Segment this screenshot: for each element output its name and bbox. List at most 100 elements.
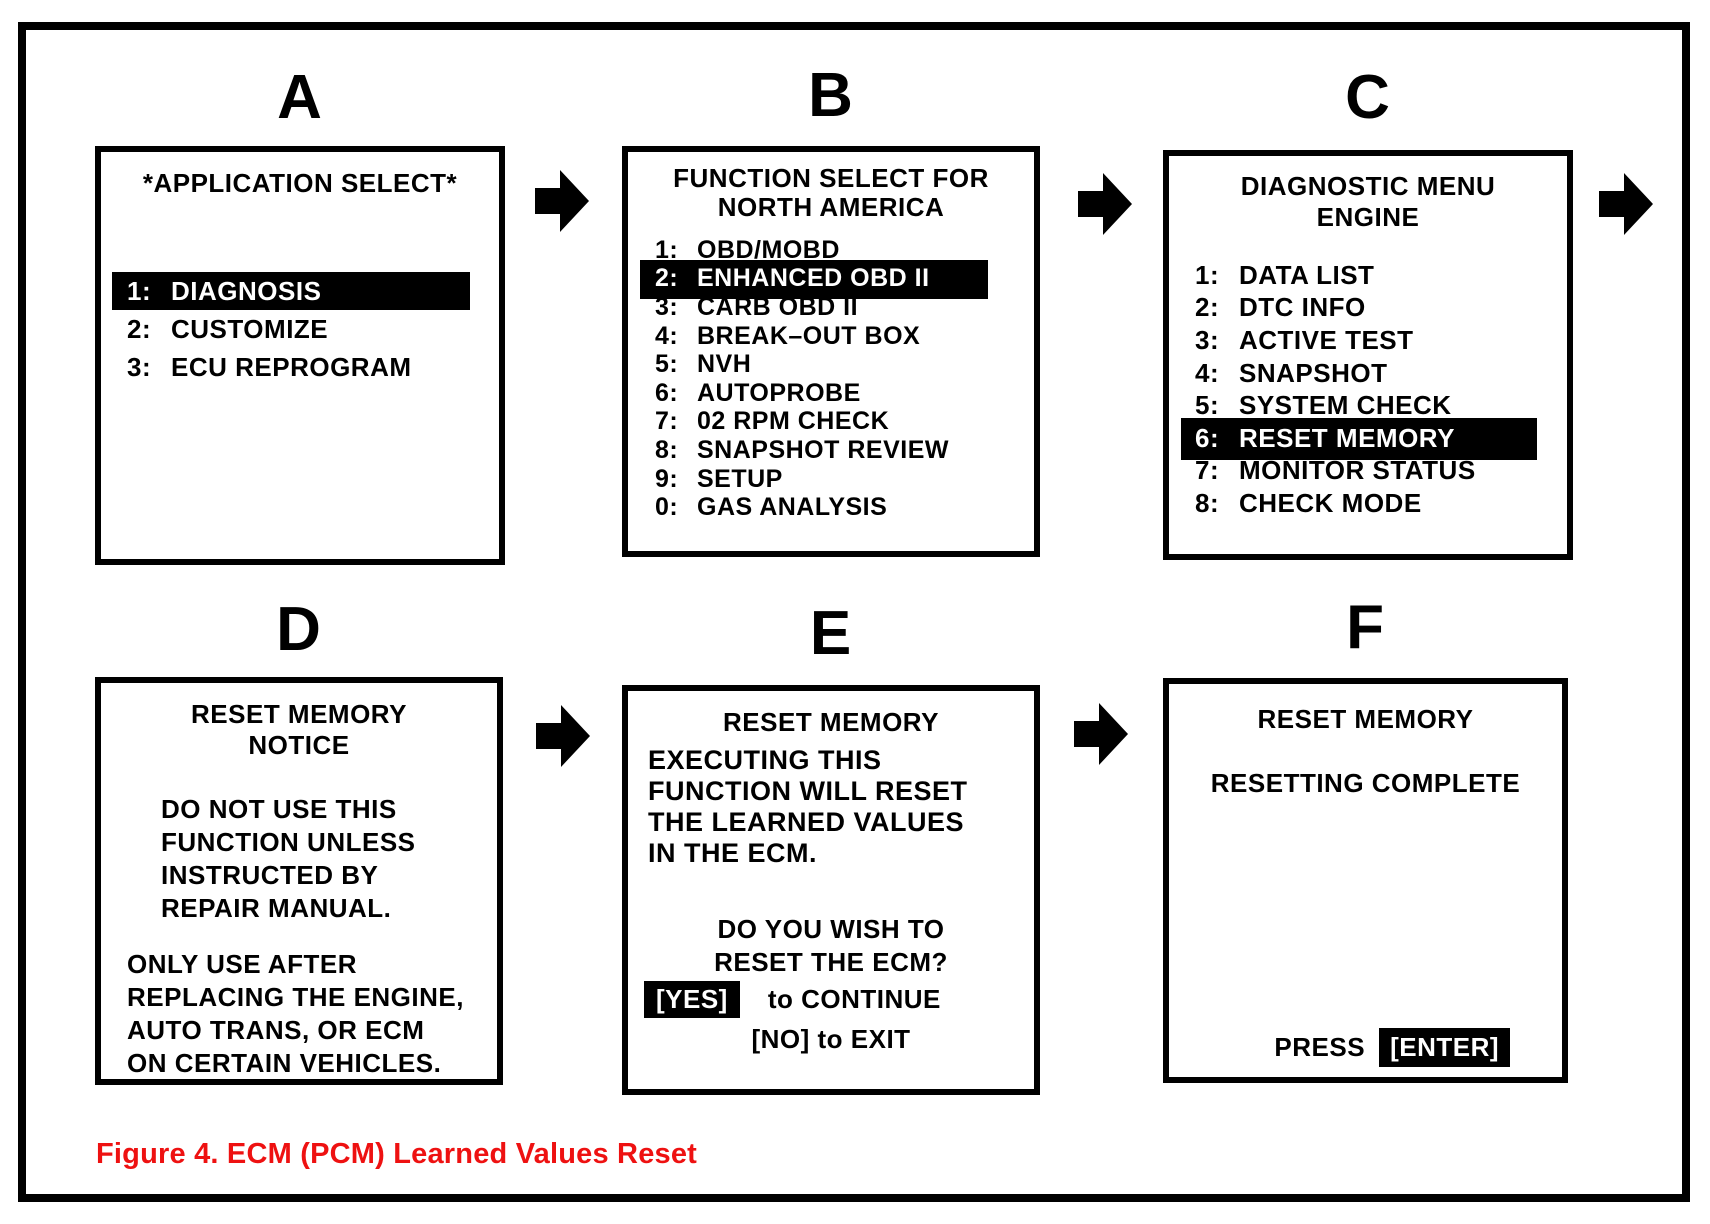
notice-line: FUNCTION UNLESS [161,827,416,857]
menu-item-number: 7: [1195,455,1220,486]
menu-item-number: 0: [655,493,679,522]
menu-item-diagnosis: 1: DIAGNOSIS [112,272,470,310]
confirm-description: EXECUTING THIS FUNCTION WILL RESET THE L… [628,745,1034,869]
menu-item-monitor-status: 7: MONITOR STATUS [1169,455,1567,488]
menu-item-system-check: 5: SYSTEM CHECK [1169,389,1567,422]
menu-item-label: ACTIVE TEST [1239,324,1414,355]
screen-title-line: ENGINE [1316,202,1420,232]
step-label-c: C [1345,63,1391,132]
notice-line: ONLY USE AFTER [127,949,357,979]
screen-reset-memory-confirm: RESET MEMORY EXECUTING THIS FUNCTION WIL… [622,685,1040,1095]
menu-item-number: 7: [655,407,679,436]
press-label: PRESS [1274,1032,1366,1062]
menu-item-autoprobe: 6: AUTOPROBE [628,379,1034,408]
menu-item-label: MONITOR STATUS [1239,455,1476,486]
menu-item-number: 1: [127,275,152,306]
menu-item-gas-analysis: 0: GAS ANALYSIS [628,493,1034,522]
confirm-question: DO YOU WISH TO RESET THE ECM? [628,913,1034,979]
menu-item-snapshot: 4: SNAPSHOT [1169,357,1567,390]
arrow-right-icon [535,167,590,235]
menu-item-number: 5: [1195,390,1220,421]
arrow-right-icon [536,702,591,770]
menu-item-customize: 2: CUSTOMIZE [101,310,499,348]
menu-item-label: DATA LIST [1239,259,1375,290]
menu-item-number: 1: [1195,259,1220,290]
screen-title-line: NOTICE [248,730,350,760]
menu-item-number: 6: [1195,422,1220,453]
menu-item-setup: 9: SETUP [628,465,1034,494]
notice-warning-paragraph: DO NOT USE THIS FUNCTION UNLESS INSTRUCT… [101,793,497,925]
press-enter-row: PRESS [ENTER] [1274,1028,1510,1067]
menu-item-label: SNAPSHOT REVIEW [697,435,949,464]
menu-item-label: ECU REPROGRAM [171,351,412,382]
screen-title: FUNCTION SELECT FOR NORTH AMERICA [628,164,1034,222]
menu-item-number: 3: [127,351,152,382]
menu-item-label: CUSTOMIZE [171,313,329,344]
step-label-a: A [277,63,323,132]
menu-item-obd-mobd: 1: OBD/MOBD [628,236,1034,265]
menu-item-number: 9: [655,464,679,493]
notice-line: REPLACING THE ENGINE, [127,982,464,1012]
menu-item-number: 1: [655,235,679,264]
menu-item-number: 5: [655,350,679,379]
description-line: EXECUTING THIS [648,745,882,775]
screen-title: *APPLICATION SELECT* [142,168,458,198]
screen-title: RESET MEMORY NOTICE [101,699,497,761]
menu-list: 1: DIAGNOSIS 2: CUSTOMIZE 3: ECU REPROGR… [101,272,499,386]
menu-item-02-rpm-check: 7: 02 RPM CHECK [628,407,1034,437]
screen-application-select: *APPLICATION SELECT* 1: DIAGNOSIS 2: CUS… [95,146,505,565]
menu-item-break-out-box: 4: BREAK–OUT BOX [628,322,1034,351]
menu-item-label: NVH [697,350,752,379]
step-label-e: E [809,599,853,668]
menu-item-data-list: 1: DATA LIST [1169,259,1567,292]
screen-title-line: DIAGNOSTIC MENU [1240,171,1496,201]
arrow-right-icon [1599,170,1654,238]
question-line: RESET THE ECM? [714,947,948,977]
yes-key-highlight: [YES] [644,981,740,1018]
screen-reset-memory-notice: RESET MEMORY NOTICE DO NOT USE THIS FUNC… [95,677,503,1085]
screen-title-line: NORTH AMERICA [717,192,945,222]
menu-item-number: 4: [655,321,679,350]
menu-item-ecu-reprogram: 3: ECU REPROGRAM [101,348,499,386]
description-line: IN THE ECM. [648,838,818,868]
confirm-no-row: [NO] to EXIT [751,1024,911,1054]
menu-item-number: 2: [127,313,152,344]
menu-item-number: 4: [1195,357,1220,388]
notice-line: AUTO TRANS, OR ECM [127,1015,425,1045]
menu-item-label: DTC INFO [1239,292,1366,323]
menu-item-label: SETUP [697,464,783,493]
notice-line: REPAIR MANUAL. [161,893,392,923]
menu-item-label: GAS ANALYSIS [697,493,888,522]
menu-item-number: 2: [1195,292,1220,323]
menu-item-label: CHECK MODE [1239,487,1422,518]
menu-item-number: 3: [655,292,679,321]
menu-item-nvh: 5: NVH [628,350,1034,379]
menu-item-active-test: 3: ACTIVE TEST [1169,324,1567,357]
menu-item-label: SYSTEM CHECK [1239,390,1452,421]
description-line: THE LEARNED VALUES [648,807,965,837]
menu-item-number: 8: [655,435,679,464]
status-message: RESETTING COMPLETE [1210,768,1521,798]
enter-key-highlight: [ENTER] [1379,1028,1510,1067]
question-line: DO YOU WISH TO [717,914,945,944]
screen-title: RESET MEMORY [1257,704,1474,734]
figure-outer-border [18,22,1690,1202]
menu-item-label: DIAGNOSIS [171,275,322,306]
arrow-right-icon [1074,700,1129,768]
screen-title-line: RESET MEMORY [191,699,407,729]
description-line: FUNCTION WILL RESET [648,776,968,806]
step-label-b: B [808,61,854,130]
menu-item-number: 3: [1195,324,1220,355]
notice-line: INSTRUCTED BY [161,860,379,890]
menu-list: 1: DATA LIST 2: DTC INFO 3: ACTIVE TEST … [1169,259,1567,520]
notice-usage-paragraph: ONLY USE AFTER REPLACING THE ENGINE, AUT… [101,948,497,1080]
yes-action-label: to CONTINUE [767,984,941,1014]
screen-title: RESET MEMORY [723,707,939,737]
menu-item-label: ENHANCED OBD II [697,264,930,293]
menu-item-label: SNAPSHOT [1239,357,1388,388]
screen-title: DIAGNOSTIC MENU ENGINE [1169,171,1567,233]
menu-item-snapshot-review: 8: SNAPSHOT REVIEW [628,436,1034,465]
step-label-d: D [276,595,322,664]
menu-list: 1: OBD/MOBD 2: ENHANCED OBD II 3: CARB O… [628,236,1034,522]
